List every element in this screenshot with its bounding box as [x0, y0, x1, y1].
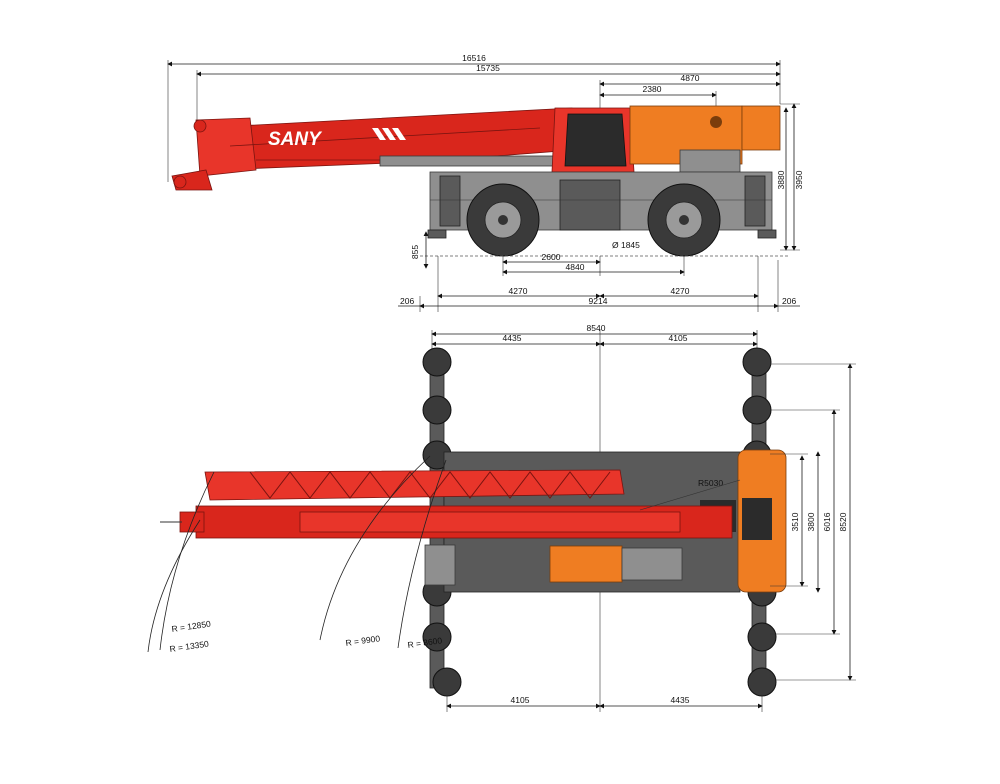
dim-height-cab: 3880 [776, 170, 786, 189]
dim-outrigger-span: 9214 [589, 296, 608, 306]
top-view-right-dimensions: 3510 3800 6016 8520 [770, 363, 856, 681]
top-view-top-dimensions: 8540 4435 4105 [431, 323, 758, 352]
dim-top-right: 4105 [669, 333, 688, 343]
dim-front-half: 4270 [509, 286, 528, 296]
top-lattice-jib [204, 469, 625, 501]
sany-logo: SANY [268, 129, 323, 150]
dim-width-3800: 3800 [806, 512, 816, 531]
dim-top-left: 4435 [503, 333, 522, 343]
dim-axle-inner: 2600 [542, 252, 561, 262]
outrigger-foot-rear [757, 229, 777, 239]
dim-radius-8600: R = 8600 [407, 635, 443, 650]
dim-ground-clearance: 855 [410, 245, 420, 259]
dim-turret-radius: R5030 [698, 478, 723, 488]
dim-radius-12850: R = 12850 [171, 619, 212, 634]
dim-axle-mid: 4840 [566, 262, 585, 272]
dim-overall-length: 16516 [462, 53, 486, 63]
dim-right-margin: 206 [782, 296, 796, 306]
dim-left-margin: 206 [400, 296, 414, 306]
side-right-heights: 3880 3950 [776, 103, 804, 251]
cab-and-turret [551, 105, 781, 173]
dim-tire-diameter: Ø 1845 [612, 240, 640, 250]
dim-boom-length: 15735 [476, 63, 500, 73]
dim-outrigger-total: 8540 [587, 323, 606, 333]
dim-rear-to-cab: 4870 [681, 73, 700, 83]
dim-width-8520: 8520 [838, 512, 848, 531]
dim-radius-13350: R = 13350 [169, 639, 210, 654]
dim-width-6016: 6016 [822, 512, 832, 531]
top-view: 8540 4435 4105 [147, 323, 856, 712]
dim-width-3510: 3510 [790, 512, 800, 531]
side-view: 16516 15735 4870 2380 SANY [167, 53, 804, 312]
wheel-front [466, 183, 540, 257]
outrigger-foot-front [427, 229, 447, 239]
top-view-bottom-dimensions: 4105 4435 [446, 694, 763, 712]
dim-radius-9900: R = 9900 [345, 633, 381, 648]
dim-cab-offset: 2380 [643, 84, 662, 94]
dim-bottom-left: 4105 [511, 695, 530, 705]
side-left-clearance: 855 [410, 231, 429, 269]
logo-stripes-icon [372, 128, 406, 140]
wheel-rear [647, 183, 721, 257]
dim-rear-half: 4270 [671, 286, 690, 296]
dim-height-overall: 3950 [794, 170, 804, 189]
dim-bottom-right: 4435 [671, 695, 690, 705]
telescopic-boom: SANY [171, 107, 581, 191]
top-main-boom [160, 505, 733, 539]
side-bottom-dimensions: 2600 4840 4270 4270 9214 206 206 [398, 252, 800, 312]
